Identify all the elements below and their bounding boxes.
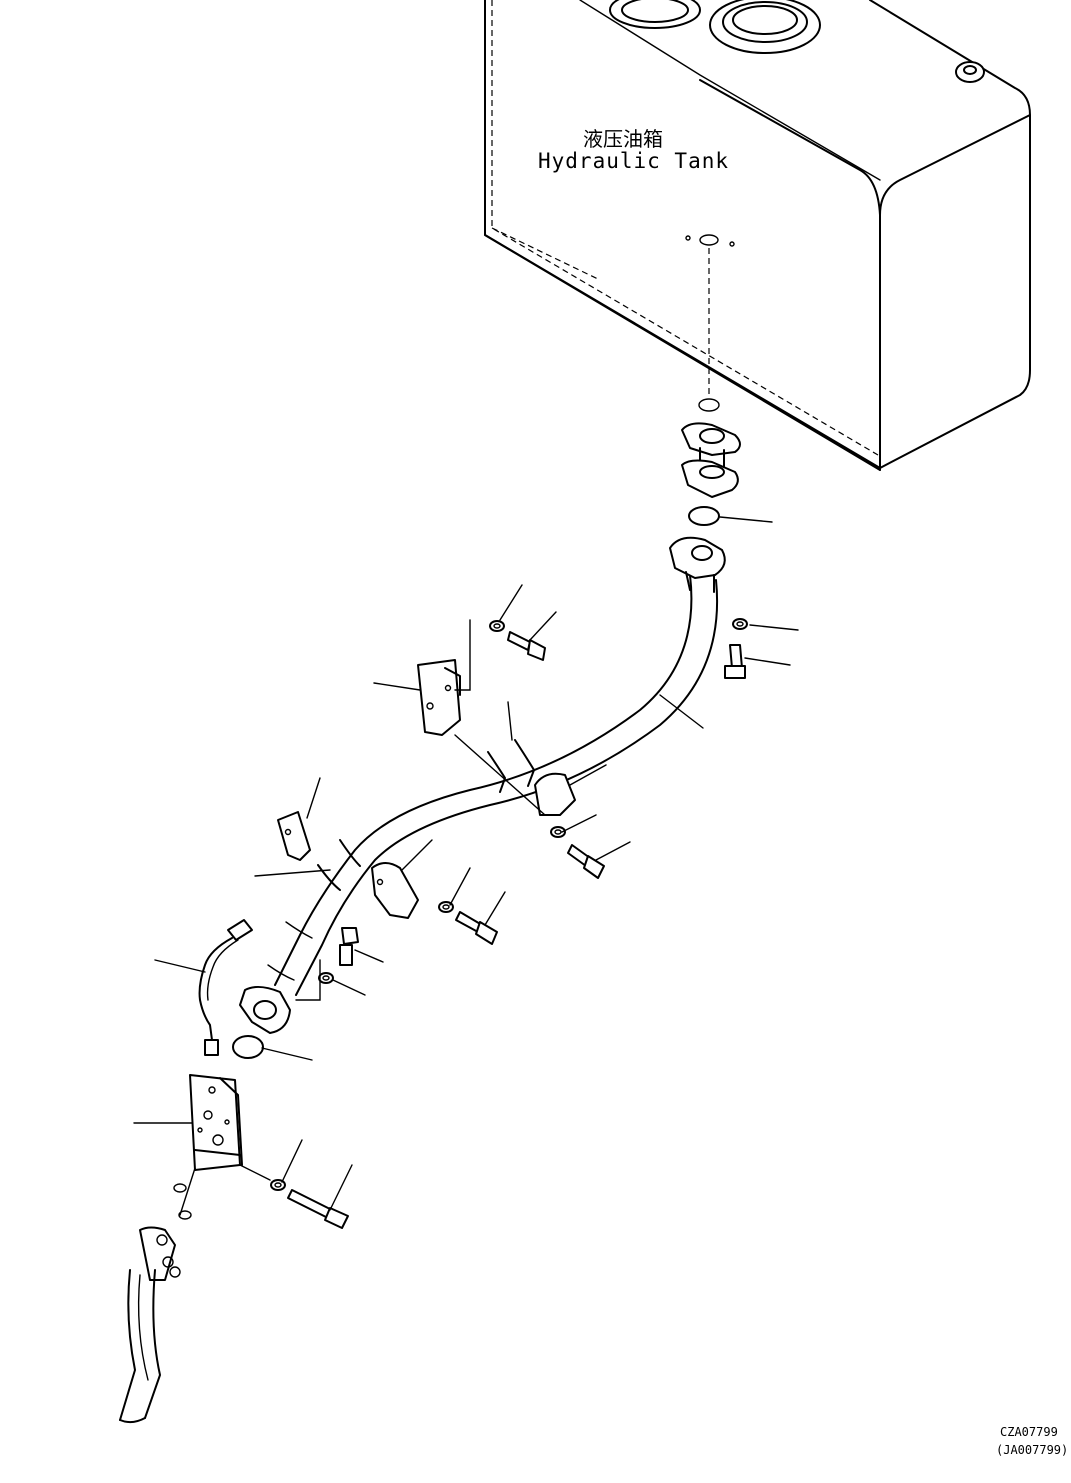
bolt-2 [724, 644, 746, 679]
bolt-5 [339, 927, 359, 966]
clamp-cover-right [534, 772, 576, 816]
washer-1 [489, 620, 505, 632]
washer-5 [318, 972, 334, 984]
callout-leaders [133, 516, 799, 1211]
bolt-3 [567, 844, 605, 879]
washer-2 [732, 618, 748, 630]
clamp-cover-left [371, 862, 419, 919]
tank-top-port-2 [709, 0, 821, 54]
drawing-code: CZA07799 [1000, 1425, 1058, 1439]
bolt-1 [507, 631, 546, 661]
washer-6 [270, 1179, 286, 1191]
washer-4 [438, 901, 454, 913]
o-ring-bottom [232, 1035, 264, 1059]
hose-top-flange [669, 536, 726, 593]
bolt-4 [455, 911, 498, 945]
washer-3 [550, 826, 566, 838]
lower-hoses [119, 1183, 192, 1424]
clamp-bracket-upper [417, 659, 461, 736]
suction-hose [239, 536, 726, 1034]
hydraulic-tank [484, 0, 1031, 471]
hose-bottom-flange [239, 986, 291, 1034]
outlet-flange-assembly [681, 398, 741, 498]
bolt-6 [287, 1189, 349, 1229]
drawing-code-secondary: (JA007799) [996, 1443, 1069, 1457]
o-ring-top [688, 506, 720, 526]
tank-label-cn: 液压油箱 [583, 127, 663, 151]
valve-block [189, 1074, 243, 1171]
tank-top-port-1 [609, 0, 701, 29]
lifting-eye [955, 61, 985, 83]
clamp-bracket-lower [277, 811, 311, 861]
temperature-sensor [198, 919, 253, 1056]
tank-label-en: Hydraulic Tank [538, 149, 730, 173]
